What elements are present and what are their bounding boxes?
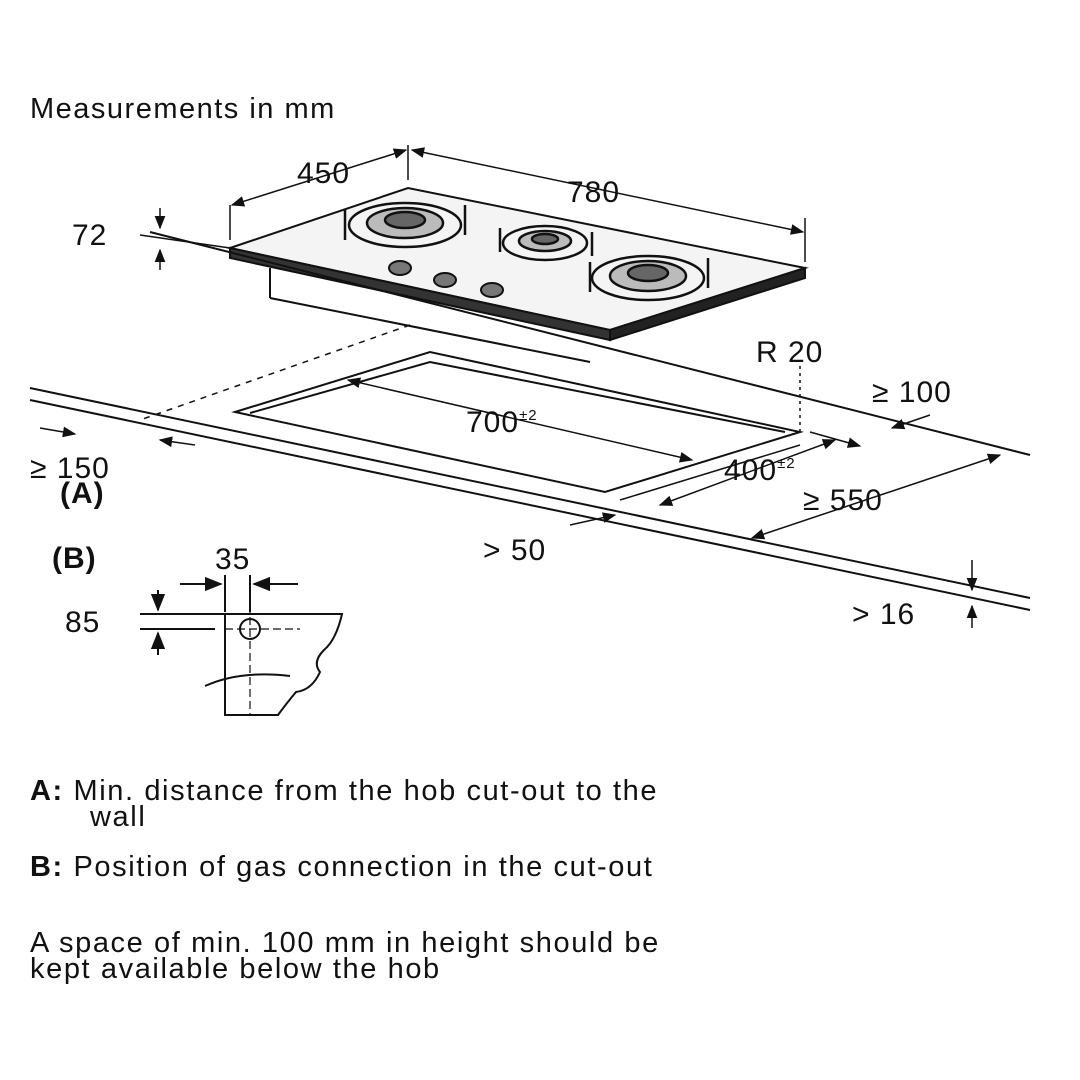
dim-cutout-width-label: 400±2 bbox=[724, 454, 796, 487]
note-b: B: Position of gas connection in the cut… bbox=[30, 851, 1060, 883]
dim-min-depth-label: ≥ 550 bbox=[803, 484, 883, 517]
hob-side-edge bbox=[609, 266, 806, 342]
dim-height-label: 72 bbox=[72, 219, 107, 252]
note-text: Min. distance from the hob cut-out to th… bbox=[73, 775, 659, 807]
worktop bbox=[29, 231, 1031, 611]
footer-note: A space of min. 100 mm in height should … bbox=[30, 927, 1060, 985]
dimension-lines bbox=[39, 145, 1002, 628]
note-a: A: Min. distance from the hob cut-out to… bbox=[30, 775, 1060, 833]
knob-icon bbox=[480, 282, 504, 298]
hob-glass-top bbox=[226, 186, 809, 332]
diagram-heading: Measurements in mm bbox=[30, 93, 336, 125]
note-key: A: bbox=[30, 775, 64, 807]
dim-cutout-length-label: 700±2 bbox=[466, 406, 538, 439]
note-text-continued: wall bbox=[90, 801, 147, 833]
dim-min-back-label: ≥ 100 bbox=[872, 376, 952, 409]
footer-line-1: A space of min. 100 mm in height should … bbox=[30, 927, 660, 959]
note-text: Position of gas connection in the cut-ou… bbox=[73, 851, 654, 883]
control-knobs bbox=[388, 260, 504, 298]
burner-right bbox=[588, 254, 710, 302]
dim-width-label: 780 bbox=[567, 176, 620, 209]
marker-a: (A) bbox=[60, 477, 105, 510]
footer-line-2: kept available below the hob bbox=[30, 953, 441, 985]
dim-min-front-label: ≥ 150 bbox=[30, 452, 110, 485]
note-key: B: bbox=[30, 851, 64, 883]
knob-icon bbox=[433, 272, 457, 288]
knob-icon bbox=[388, 260, 412, 276]
dim-gas-x-label: 35 bbox=[215, 543, 250, 576]
gas-connection-detail bbox=[140, 575, 344, 716]
marker-b: (B) bbox=[52, 542, 97, 575]
dim-gas-y-label: 85 bbox=[65, 606, 100, 639]
dim-worktop-thickness-label: > 16 bbox=[852, 598, 915, 631]
dim-radius-label: R 20 bbox=[756, 336, 823, 369]
dim-min-side-label: > 50 bbox=[483, 534, 546, 567]
dim-depth-label: 450 bbox=[297, 157, 350, 190]
